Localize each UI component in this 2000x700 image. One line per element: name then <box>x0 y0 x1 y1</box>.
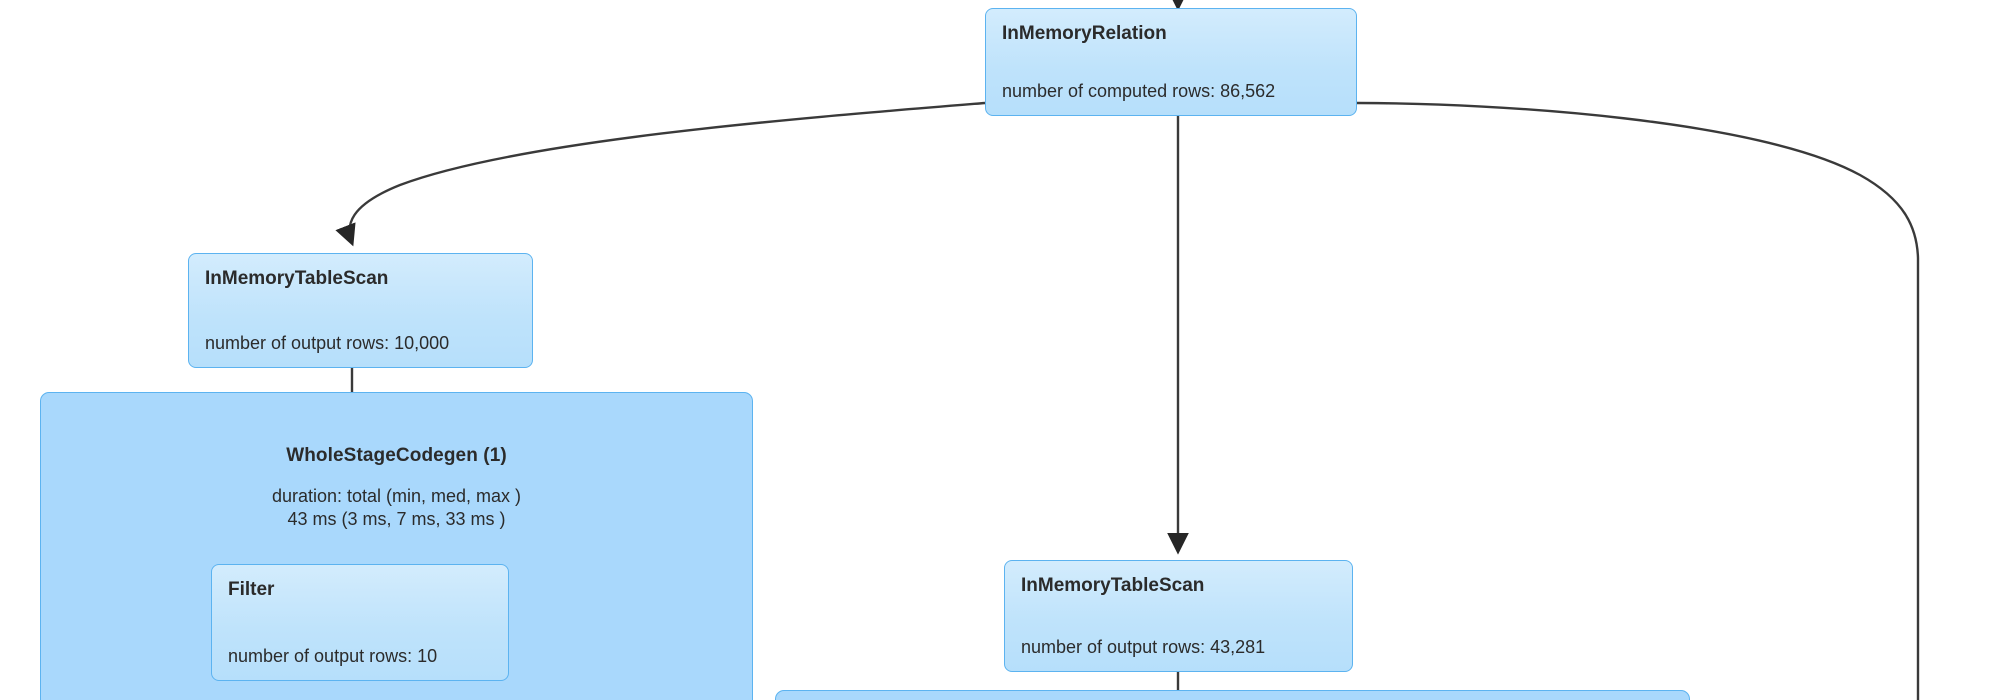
node-title-filter: Filter <box>228 579 275 600</box>
node-title-in-memory-table-scan-left: InMemoryTableScan <box>205 268 389 289</box>
node-in-memory-table-scan-left[interactable]: InMemoryTableScan number of output rows:… <box>188 253 533 368</box>
node-metric-in-memory-table-scan-right: number of output rows: 43,281 <box>1021 637 1266 657</box>
node-title-in-memory-relation: InMemoryRelation <box>1002 23 1167 44</box>
node-metric-filter: number of output rows: 10 <box>228 646 438 666</box>
cluster-whole-stage-codegen-2[interactable] <box>775 690 1690 700</box>
node-filter[interactable]: Filter number of output rows: 10 <box>211 564 509 681</box>
edge-relation-to-offscreen-right <box>1356 101 1920 700</box>
node-metric-in-memory-relation: number of computed rows: 86,562 <box>1002 81 1276 101</box>
node-metric-in-memory-table-scan-left: number of output rows: 10,000 <box>205 333 450 353</box>
cluster-metrics-whole-stage-codegen-1: duration: total (min, med, max ) 43 ms (… <box>271 486 522 529</box>
node-in-memory-table-scan-right[interactable]: InMemoryTableScan number of output rows:… <box>1004 560 1353 672</box>
cluster-whole-stage-codegen-1[interactable]: WholeStageCodegen (1) duration: total (m… <box>40 392 753 700</box>
cluster-title-whole-stage-codegen-1: WholeStageCodegen (1) <box>286 445 507 466</box>
edge-relation-to-table-scan-left <box>335 101 986 247</box>
node-title-in-memory-table-scan-right: InMemoryTableScan <box>1021 575 1205 596</box>
node-in-memory-relation[interactable]: InMemoryRelation number of computed rows… <box>985 8 1357 116</box>
